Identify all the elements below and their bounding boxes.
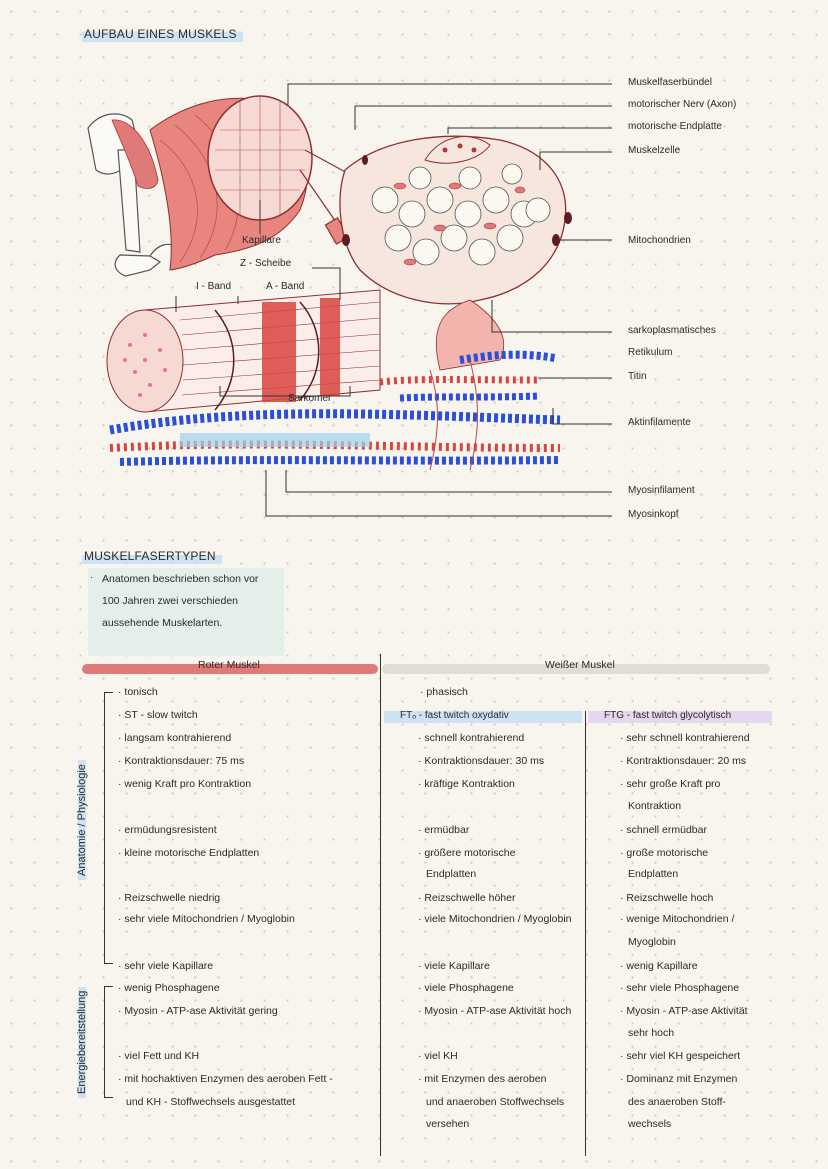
list-item: · Reizschwelle niedrig [118,892,220,904]
column-divider [380,654,381,1156]
list-item: · größere motorische [418,847,515,859]
intro-note-box: · Anatomen beschrieben schon vor 100 Jah… [88,568,284,656]
list-item: · Kontraktionsdauer: 30 ms [418,755,544,767]
label-capillary: Kapillare [242,235,281,246]
list-item: und anaeroben Stoffwechsels [426,1096,564,1108]
list-item: · Kontraktionsdauer: 75 ms [118,755,244,767]
list-item: · Myosin - ATP-ase Aktivität hoch [418,1005,571,1017]
list-item: · ermüdungsresistent [118,824,217,836]
note-line: 100 Jahren zwei verschieden [102,590,238,612]
list-item: · tonisch [118,686,158,698]
list-item: · wenig Kapillare [620,960,698,972]
list-item: · mit Enzymen des aeroben [418,1073,546,1085]
label-motor-endplate: motorische Endplatte [628,121,722,132]
label-muscle-cell: Muskelzelle [628,145,680,156]
list-item: · große motorische [620,847,708,859]
subheader-fto: FTₒ - fast twitch oxydativ [400,710,509,721]
list-item: · Myosin - ATP-ase Aktivität gering [118,1005,278,1017]
label-mitochondria: Mitochondrien [628,235,691,246]
label-myosin-filament: Myosinfilament [628,485,695,496]
subheader-ftg: FTG - fast twitch glycolytisch [604,710,731,721]
list-item: · sehr viele Phosphagene [620,982,739,994]
list-item: · Myosin - ATP-ase Aktivität [620,1005,748,1017]
side-label-energy: Energiebereitstellung [76,987,88,1098]
label-muscle-fiber-bundle: Muskelfaserbündel [628,77,712,88]
section-title-fiber-types: MUSKELFASERTYPEN [82,548,222,564]
list-item: · langsam kontrahierend [118,732,231,744]
label-actin-filaments: Aktinfilamente [628,417,691,428]
list-item: · wenig Phosphagene [118,982,220,994]
label-sarcoplasmic: sarkoplasmatisches [628,325,716,336]
list-item: · sehr viele Mitochondrien / Myoglobin [118,913,295,925]
label-z-disc: Z - Scheibe [240,258,291,269]
bracket-energy [104,986,113,1098]
label-titin: Titin [628,371,647,382]
label-reticulum: Retikulum [628,347,672,358]
list-item: · kleine motorische Endplatten [118,847,259,859]
header-red-muscle: Roter Muskel [198,659,260,671]
list-item: Myoglobin [628,936,676,948]
list-item: · viel KH [418,1050,458,1062]
label-myosin-head: Myosinkopf [628,509,679,520]
list-item: · Dominanz mit Enzymen [620,1073,737,1085]
label-a-band: A - Band [266,281,304,292]
column-divider [585,711,586,1156]
list-item: · kräftige Kontraktion [418,778,515,790]
note-line: Anatomen beschrieben schon vor [102,568,258,590]
list-item: · sehr große Kraft pro [620,778,720,790]
list-item: · Kontraktionsdauer: 20 ms [620,755,746,767]
label-sarcomere: Sarkomer [288,393,331,404]
label-motor-nerve: motorischer Nerv (Axon) [628,99,736,110]
list-item: · ermüdbar [418,824,469,836]
list-item: · wenige Mitochondrien / [620,913,734,925]
list-item: · wenig Kraft pro Kontraktion [118,778,251,790]
list-item: des anaeroben Stoff- [628,1096,726,1108]
list-item: · sehr viel KH gespeichert [620,1050,740,1062]
list-item: wechsels [628,1118,671,1130]
list-item: sehr hoch [628,1027,674,1039]
list-item: versehen [426,1118,469,1130]
note-line: aussehende Muskelarten. [102,612,222,634]
list-item: · schnell ermüdbar [620,824,707,836]
list-item: · viel Fett und KH [118,1050,199,1062]
header-white-muscle: Weißer Muskel [545,659,615,671]
bracket-anatomy [104,692,113,964]
list-item: · Reizschwelle höher [418,892,515,904]
list-item: · ST - slow twitch [118,709,198,721]
bullet-dot: · [90,572,93,583]
side-label-anatomy: Anatomie / Physiologie [76,760,88,880]
list-item: · viele Phosphagene [418,982,514,994]
label-i-band: I - Band [196,281,231,292]
white-muscle-phasic: · phasisch [420,686,468,698]
list-item: · sehr viele Kapillare [118,960,213,972]
list-item: Endplatten [426,868,476,880]
list-item: · sehr schnell kontrahierend [620,732,750,744]
list-item: Kontraktion [628,800,681,812]
list-item: Endplatten [628,868,678,880]
list-item: · Reizschwelle hoch [620,892,713,904]
list-item: · mit hochaktiven Enzymen des aeroben Fe… [118,1073,333,1085]
list-item: und KH - Stoffwechsels ausgestattet [126,1096,295,1108]
list-item: · viele Mitochondrien / Myoglobin [418,913,572,925]
list-item: · schnell kontrahierend [418,732,524,744]
list-item: · viele Kapillare [418,960,490,972]
